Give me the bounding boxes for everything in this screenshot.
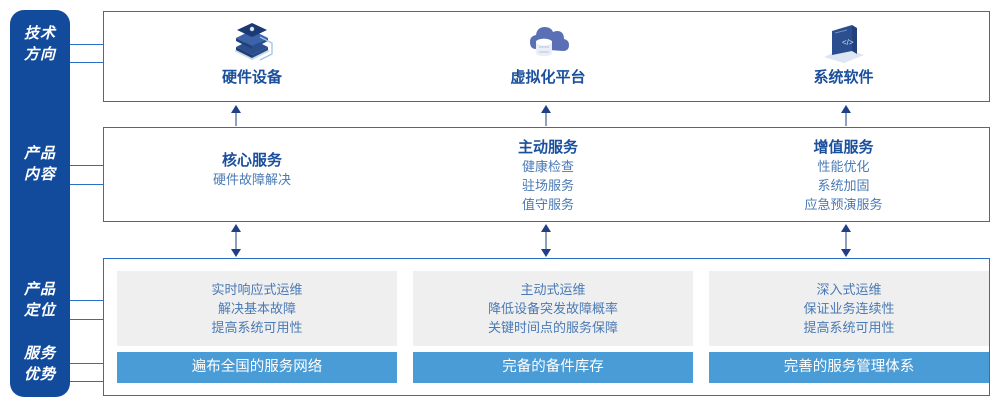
technology-column-virtualization[interactable]: 虚拟化平台	[400, 12, 696, 101]
arrow-up-hardware	[226, 105, 246, 126]
rail-label-line2: 优势	[23, 366, 56, 383]
rail-label-line1: 产品	[23, 281, 56, 298]
rail-label-line1: 技术	[23, 25, 56, 42]
content-title: 核心服务	[221, 152, 282, 169]
rail-label-line1: 产品	[23, 145, 56, 162]
content-line: 值守服务	[521, 197, 574, 212]
content-column-value-added-service[interactable]: 增值服务 性能优化 系统加固 应急预演服务	[696, 128, 991, 229]
technology-title: 系统软件	[813, 69, 874, 86]
connector-advantage-bottom	[70, 381, 104, 382]
positioning-card-indepth[interactable]: 深入式运维 保证业务连续性 提高系统可用性	[709, 271, 989, 346]
positioning-line: 保证业务连续性	[803, 301, 895, 316]
advantage-bar-service-network[interactable]: 遍布全国的服务网络	[117, 352, 397, 383]
content-title: 主动服务	[517, 139, 578, 156]
rail-label-line1: 服务	[23, 345, 56, 362]
content-line: 驻场服务	[521, 178, 574, 193]
rail-label-product-content: 产品 内容	[10, 143, 70, 185]
content-line: 硬件故障解决	[212, 172, 291, 187]
positioning-line: 深入式运维	[816, 282, 882, 297]
rail-label-line2: 定位	[23, 302, 56, 319]
arrow-bidirectional-proactive	[536, 224, 556, 257]
technology-title: 虚拟化平台	[510, 69, 586, 86]
software-laptop-icon: </>	[696, 21, 991, 65]
content-line: 健康检查	[521, 159, 574, 174]
positioning-card-proactive[interactable]: 主动式运维 降低设备突发故障概率 关键时间点的服务保障	[413, 271, 693, 346]
advantage-bar-management-system[interactable]: 完善的服务管理体系	[709, 352, 989, 383]
technology-column-system-software[interactable]: </> 系统软件	[696, 12, 991, 101]
content-line: 应急预演服务	[804, 197, 883, 212]
positioning-line: 降低设备突发故障概率	[487, 301, 618, 316]
rail-label-product-positioning: 产品 定位	[10, 279, 70, 321]
arrow-bidirectional-core	[226, 224, 246, 257]
rail-label-line2: 内容	[23, 166, 56, 183]
content-column-core-service[interactable]: 核心服务 硬件故障解决	[104, 128, 400, 242]
content-line: 性能优化	[817, 159, 870, 174]
svg-text:</>: </>	[842, 38, 854, 47]
positioning-line: 提高系统可用性	[211, 320, 303, 335]
connector-technology-top	[70, 44, 104, 45]
arrow-up-system-software	[836, 105, 856, 126]
positioning-line: 解决基本故障	[217, 301, 296, 316]
product-content-panel: 核心服务 硬件故障解决 主动服务 健康检查 驻场服务 值守服务 增值服务 性能优…	[103, 127, 990, 222]
positioning-line: 实时响应式运维	[211, 282, 303, 297]
advantage-bar-spare-parts[interactable]: 完备的备件库存	[413, 352, 693, 383]
cloud-database-icon	[400, 21, 696, 65]
connector-content-bottom	[70, 184, 104, 185]
connector-advantage-top	[70, 363, 104, 364]
technology-direction-panel: 硬件设备 虚拟化平台 </>	[103, 11, 990, 102]
connector-content-top	[70, 165, 104, 166]
rail-label-technology-direction: 技术 方向	[10, 23, 70, 65]
arrow-bidirectional-value-added	[836, 224, 856, 257]
content-title: 增值服务	[813, 139, 874, 156]
left-category-rail	[10, 10, 70, 397]
content-line: 系统加固	[817, 178, 870, 193]
positioning-line: 主动式运维	[520, 282, 586, 297]
positioning-card-realtime[interactable]: 实时响应式运维 解决基本故障 提高系统可用性	[117, 271, 397, 346]
content-column-proactive-service[interactable]: 主动服务 健康检查 驻场服务 值守服务	[400, 128, 696, 229]
positioning-line: 关键时间点的服务保障	[487, 320, 618, 335]
rail-label-line2: 方向	[23, 46, 56, 63]
server-stack-icon	[104, 21, 400, 65]
technology-title: 硬件设备	[221, 69, 282, 86]
connector-technology-bottom	[70, 62, 104, 63]
rail-label-service-advantage: 服务 优势	[10, 343, 70, 385]
arrow-up-virtualization	[536, 105, 556, 126]
technology-column-hardware[interactable]: 硬件设备	[104, 12, 400, 101]
positioning-advantage-panel: 实时响应式运维 解决基本故障 提高系统可用性 主动式运维 降低设备突发故障概率 …	[103, 258, 990, 396]
positioning-line: 提高系统可用性	[803, 320, 895, 335]
connector-positioning-bottom	[70, 319, 104, 320]
connector-positioning-top	[70, 300, 104, 301]
